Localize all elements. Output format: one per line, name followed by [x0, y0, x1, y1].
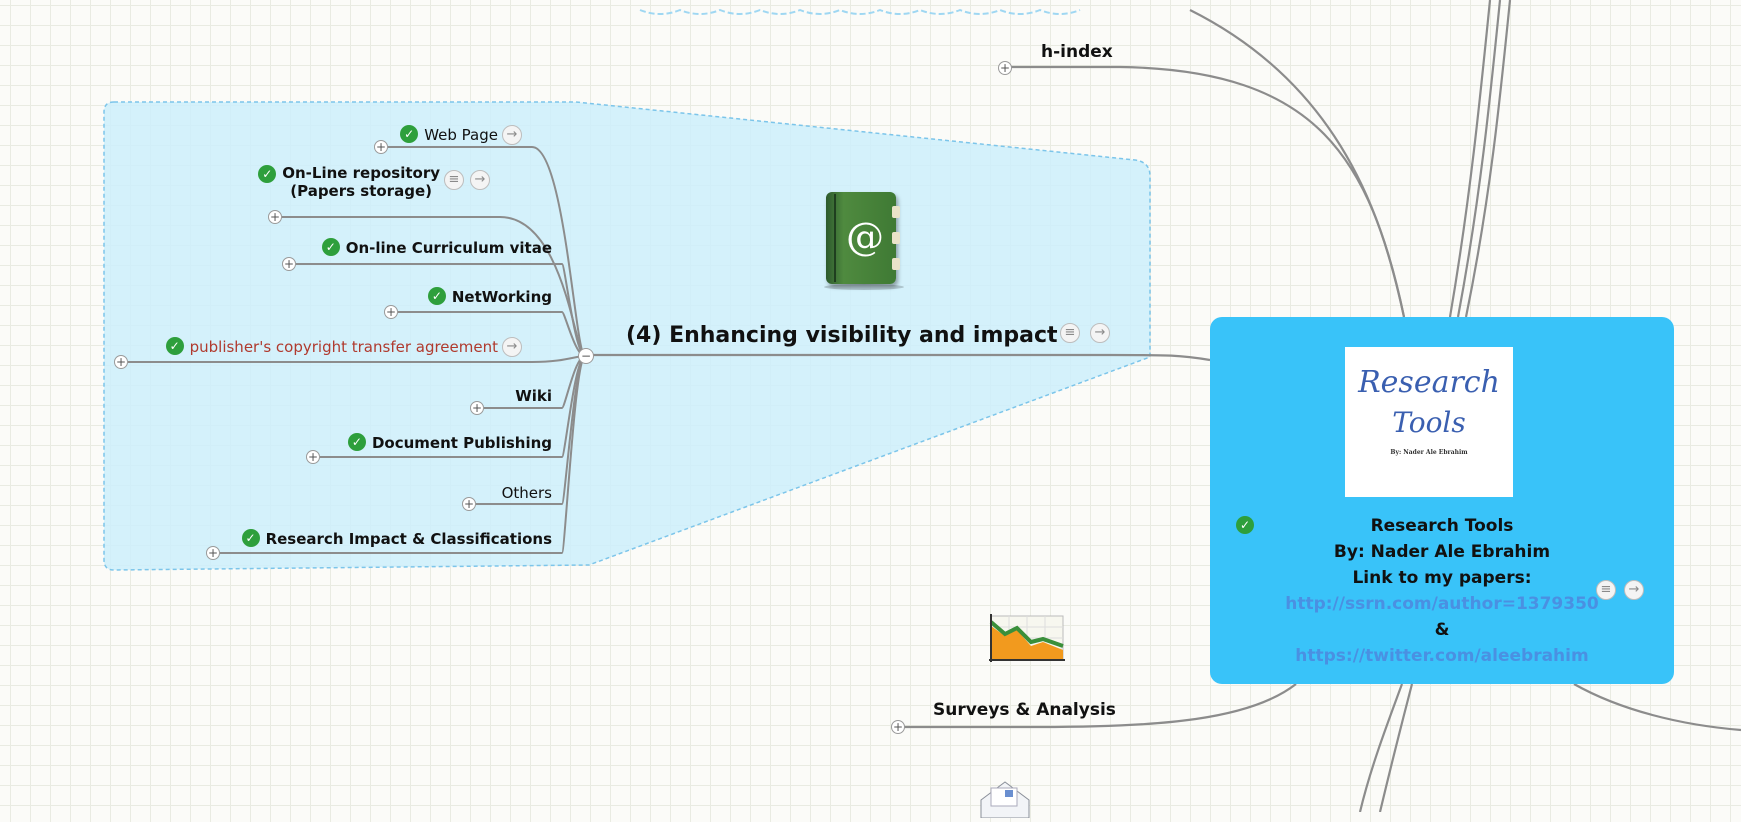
branch-top-4: [1464, 0, 1512, 318]
main-topic-label[interactable]: (4) Enhancing visibility and impact: [626, 323, 1058, 348]
subtopic-expand-toggle[interactable]: +: [282, 257, 296, 271]
branch-main-topic: [590, 353, 1211, 362]
central-notes-icon[interactable]: ≡: [1596, 580, 1616, 600]
subtopic-link-icon[interactable]: →: [502, 125, 522, 145]
ssrn-link[interactable]: http://ssrn.com/author=1379350: [1285, 594, 1599, 614]
central-link-icon[interactable]: →: [1624, 580, 1644, 600]
subtopic-branch: [388, 146, 586, 357]
subtopic-notes-icon[interactable]: ≡: [444, 170, 464, 190]
central-text: Research Tools By: Nader Ale Ebrahim Lin…: [1210, 513, 1674, 669]
surveys-label[interactable]: Surveys & Analysis: [933, 700, 1116, 720]
subtopic-expand-toggle[interactable]: +: [206, 546, 220, 560]
central-amp: &: [1434, 620, 1450, 640]
address-book-at-icon: @: [824, 192, 904, 290]
subtopic-label[interactable]: Others: [501, 484, 552, 502]
subtopic-expand-toggle[interactable]: +: [114, 355, 128, 369]
main-topic-link-icon[interactable]: →: [1090, 323, 1110, 343]
collapse-toggle[interactable]: −: [578, 348, 594, 364]
top-cloud-edge: [639, 8, 1081, 15]
subtopic-expand-toggle[interactable]: +: [470, 401, 484, 415]
task-complete-check-icon: ✓: [165, 337, 184, 355]
subtopic-link-icon[interactable]: →: [470, 170, 490, 190]
subtopic-label[interactable]: On-Line repository(Papers storage): [282, 164, 440, 200]
branch-right-lower: [1573, 683, 1741, 732]
cover-title-1: Research: [1358, 365, 1500, 400]
branch-surveys: [900, 683, 1297, 729]
branch-hindex: [1010, 65, 1406, 318]
subtopic-link-icon[interactable]: →: [502, 337, 522, 357]
task-complete-check-icon: ✓: [258, 165, 277, 183]
subtopic-expand-toggle[interactable]: +: [384, 305, 398, 319]
branch-bottom-2: [1358, 683, 1404, 812]
task-complete-check-icon: ✓: [347, 433, 366, 451]
cover-byline: By: Nader Ale Ebrahim: [1390, 449, 1468, 456]
subtopic-expand-toggle[interactable]: +: [374, 140, 388, 154]
envelope-icon: [975, 778, 1035, 819]
central-line-2: By: Nader Ale Ebrahim: [1333, 542, 1551, 562]
subtopic-label[interactable]: Wiki: [515, 387, 552, 405]
subtopic-label[interactable]: publisher's copyright transfer agreement: [189, 338, 498, 356]
subtopic-label-line2: (Papers storage): [290, 182, 432, 200]
task-complete-check-icon: ✓: [400, 125, 419, 143]
hindex-expand-toggle[interactable]: +: [998, 61, 1012, 75]
subtopic-label[interactable]: Document Publishing: [371, 434, 552, 452]
task-complete-check-icon: ✓: [321, 238, 340, 256]
subtopic-label[interactable]: Research Impact & Classifications: [265, 530, 552, 548]
subtopic-branch: [220, 355, 586, 554]
task-complete-check-icon: ✓: [241, 529, 260, 547]
central-line-3: Link to my papers:: [1352, 568, 1532, 588]
branch-top-1: [1189, 9, 1406, 318]
twitter-link[interactable]: https://twitter.com/aleebrahim: [1295, 646, 1589, 666]
surveys-expand-toggle[interactable]: +: [891, 720, 905, 734]
branch-top-2: [1448, 0, 1492, 318]
branch-bottom-1: [1378, 683, 1414, 812]
branch-top-3: [1456, 0, 1502, 318]
central-line-1: Research Tools: [1370, 516, 1514, 536]
subtopic-label[interactable]: On-line Curriculum vitae: [345, 239, 552, 257]
central-check-icon: ✓: [1236, 516, 1254, 534]
chart-trend-icon: [983, 612, 1067, 670]
subtopic-expand-toggle[interactable]: +: [306, 450, 320, 464]
subtopic-label[interactable]: NetWorking: [451, 288, 552, 306]
subtopic-label[interactable]: Web Page: [424, 126, 498, 144]
hindex-label[interactable]: h-index: [1041, 42, 1113, 62]
subtopic-expand-toggle[interactable]: +: [268, 210, 282, 224]
subtopic-expand-toggle[interactable]: +: [462, 497, 476, 511]
main-topic-notes-icon[interactable]: ≡: [1060, 323, 1080, 343]
research-tools-cover-image: Research Tools By: Nader Ale Ebrahim: [1345, 347, 1513, 497]
cover-title-2: Tools: [1392, 406, 1466, 439]
task-complete-check-icon: ✓: [427, 287, 446, 305]
